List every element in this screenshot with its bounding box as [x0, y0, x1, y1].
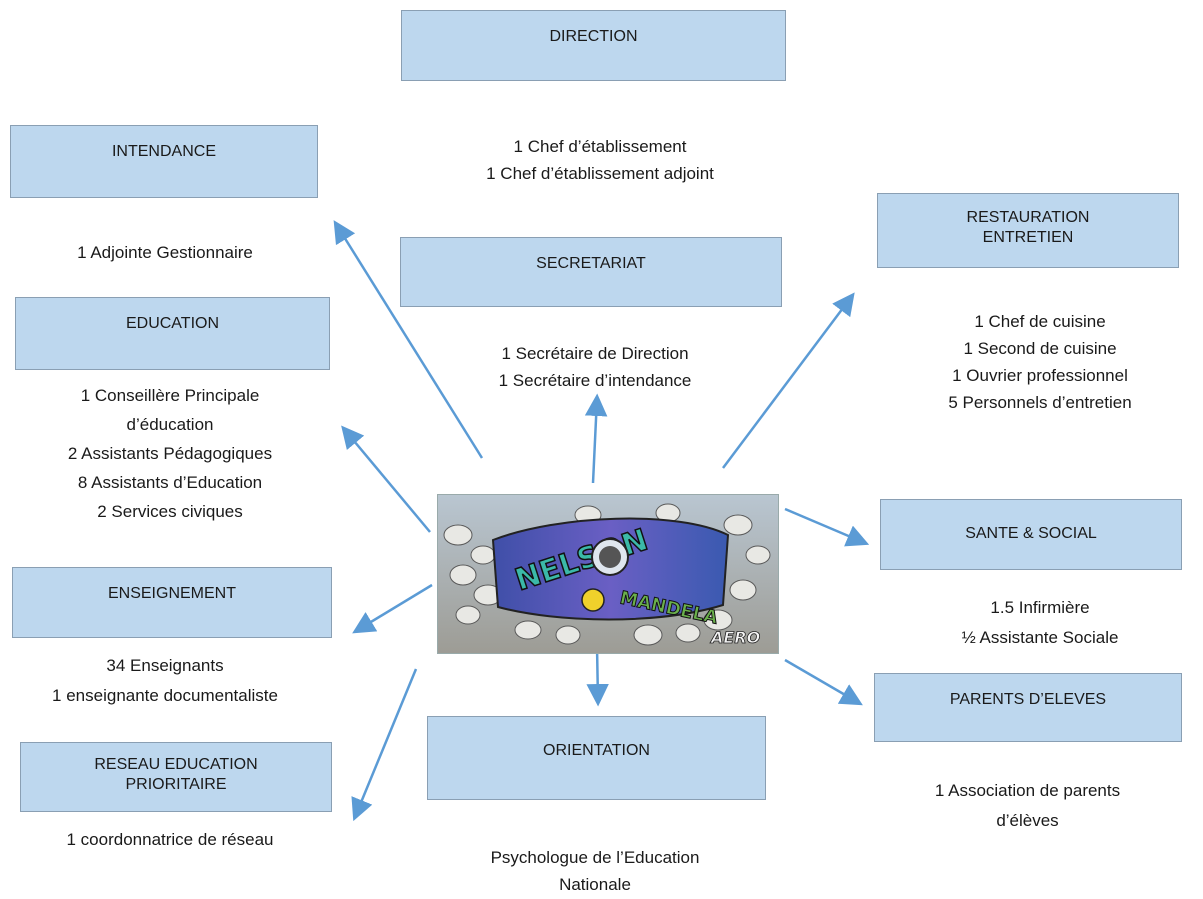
secretariat-staff-line: 1 Secrétaire de Direction [501, 344, 689, 363]
arrow-to-enseignement [352, 583, 433, 634]
secretariat-staff: 1 Secrétaire de Direction 1 Secrétaire d… [440, 340, 750, 394]
parents-staff: 1 Association de parents d’élèves [885, 776, 1170, 836]
enseignement-staff-line: 34 Enseignants [106, 656, 224, 675]
sante-staff: 1.5 Infirmière ½ Assistante Sociale [920, 593, 1160, 653]
sante-staff-line: 1.5 Infirmière [990, 598, 1090, 617]
restauration-staff-line: 1 Second de cuisine [963, 339, 1117, 358]
education-staff-line: 2 Services civiques [97, 502, 243, 521]
parents-label: PARENTS D’ELEVES [949, 691, 1107, 708]
direction-box: DIRECTION [401, 10, 786, 81]
education-staff: 1 Conseillère Principale d’éducation 2 A… [20, 381, 320, 526]
education-box: EDUCATION [15, 297, 330, 370]
direction-label: DIRECTION [549, 28, 638, 45]
arrow-to-education [341, 425, 431, 533]
arrow-to-secretariat [584, 393, 608, 484]
intendance-label: INTENDANCE [111, 143, 216, 160]
sante-box: SANTE & SOCIAL [880, 499, 1182, 570]
parents-box: PARENTS D’ELEVES [874, 673, 1182, 742]
parents-staff-line: d’élèves [996, 811, 1059, 830]
secretariat-staff-line: 1 Secrétaire d’intendance [498, 371, 692, 390]
secretariat-label: SECRETARIAT [536, 255, 646, 272]
reseau-label-line2: PRIORITAIRE [125, 776, 227, 793]
reseau-staff: 1 coordonnatrice de réseau [20, 826, 320, 853]
enseignement-staff: 34 Enseignants 1 enseignante documentali… [10, 651, 320, 711]
direction-staff-line: 1 Chef d’établissement [513, 137, 687, 156]
orientation-staff-line: Psychologue de l’Education [490, 848, 700, 867]
education-staff-line: 8 Assistants d’Education [77, 473, 263, 492]
education-staff-line: d’éducation [126, 415, 214, 434]
reseau-box: RESEAU EDUCATION PRIORITAIRE [20, 742, 332, 812]
restauration-box: RESTAURATION ENTRETIEN [877, 193, 1179, 268]
mural-image: NELSON MANDELA AERO [437, 494, 779, 654]
mural-tag: AERO [709, 628, 761, 647]
secretariat-box: SECRETARIAT [400, 237, 782, 307]
sante-label: SANTE & SOCIAL [965, 525, 1097, 542]
orientation-staff-line: Nationale [559, 875, 631, 894]
arrow-to-parents [784, 658, 863, 706]
restauration-staff-line: 1 Ouvrier professionnel [952, 366, 1128, 385]
intendance-staff: 1 Adjointe Gestionnaire [20, 239, 310, 266]
direction-staff: 1 Chef d’établissement 1 Chef d’établiss… [440, 133, 760, 187]
intendance-staff-line: 1 Adjointe Gestionnaire [77, 243, 253, 262]
orientation-box: ORIENTATION [427, 716, 766, 800]
education-staff-line: 2 Assistants Pédagogiques [67, 444, 273, 463]
enseignement-box: ENSEIGNEMENT [12, 567, 332, 638]
arrow-to-reseau [351, 668, 418, 822]
restauration-staff-line: 5 Personnels d’entretien [948, 393, 1132, 412]
restauration-label-line1: RESTAURATION [966, 209, 1090, 226]
education-staff-line: 1 Conseillère Principale [80, 386, 260, 405]
orientation-label: ORIENTATION [543, 742, 650, 759]
orientation-staff: Psychologue de l’Education Nationale [445, 844, 745, 898]
education-label: EDUCATION [125, 315, 220, 332]
reseau-label-line1: RESEAU EDUCATION [94, 756, 258, 773]
intendance-box: INTENDANCE [10, 125, 318, 198]
enseignement-staff-line: 1 enseignante documentaliste [52, 686, 278, 705]
direction-staff-line: 1 Chef d’établissement adjoint [486, 164, 714, 183]
parents-staff-line: 1 Association de parents [934, 781, 1121, 800]
sante-staff-line: ½ Assistante Sociale [961, 628, 1119, 647]
arrow-to-sante [784, 507, 870, 547]
restauration-staff: 1 Chef de cuisine 1 Second de cuisine 1 … [900, 308, 1180, 416]
enseignement-label: ENSEIGNEMENT [107, 585, 236, 602]
restauration-staff-line: 1 Chef de cuisine [974, 312, 1106, 331]
arrow-to-orientation [586, 645, 609, 707]
reseau-staff-line: 1 coordonnatrice de réseau [66, 830, 274, 849]
restauration-label-line2: ENTRETIEN [982, 229, 1074, 246]
